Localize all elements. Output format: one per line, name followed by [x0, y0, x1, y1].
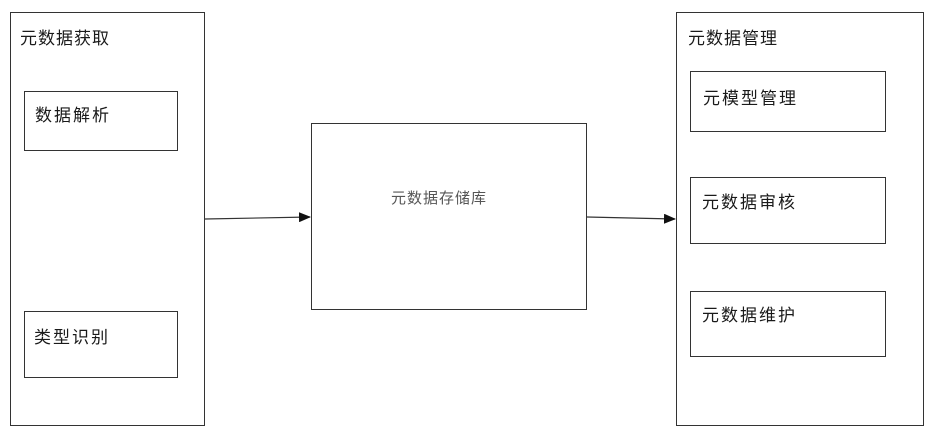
- management-item-audit: 元数据审核: [690, 177, 886, 244]
- acquisition-item-data-parsing: 数据解析: [24, 91, 178, 151]
- management-item-label: 元模型管理: [703, 89, 798, 109]
- management-item-metamodel: 元模型管理: [690, 71, 886, 132]
- management-item-label: 元数据审核: [702, 193, 797, 213]
- acquisition-panel-title: 元数据获取: [20, 29, 110, 49]
- repository-title: 元数据存储库: [391, 189, 488, 207]
- management-panel: 元数据管理 元模型管理 元数据审核 元数据维护: [676, 12, 924, 426]
- repository-box: 元数据存储库: [311, 123, 587, 310]
- acquisition-item-type-recognition: 类型识别: [24, 311, 178, 378]
- acquisition-item-label: 类型识别: [34, 328, 110, 348]
- management-item-label: 元数据维护: [702, 306, 797, 326]
- management-item-maintenance: 元数据维护: [690, 291, 886, 357]
- arrow-acquisition-to-repository: [204, 212, 311, 223]
- management-panel-title: 元数据管理: [688, 29, 778, 49]
- acquisition-panel: 元数据获取 数据解析 类型识别: [10, 12, 205, 426]
- arrow-repository-to-management: [586, 213, 676, 224]
- acquisition-item-label: 数据解析: [35, 106, 111, 126]
